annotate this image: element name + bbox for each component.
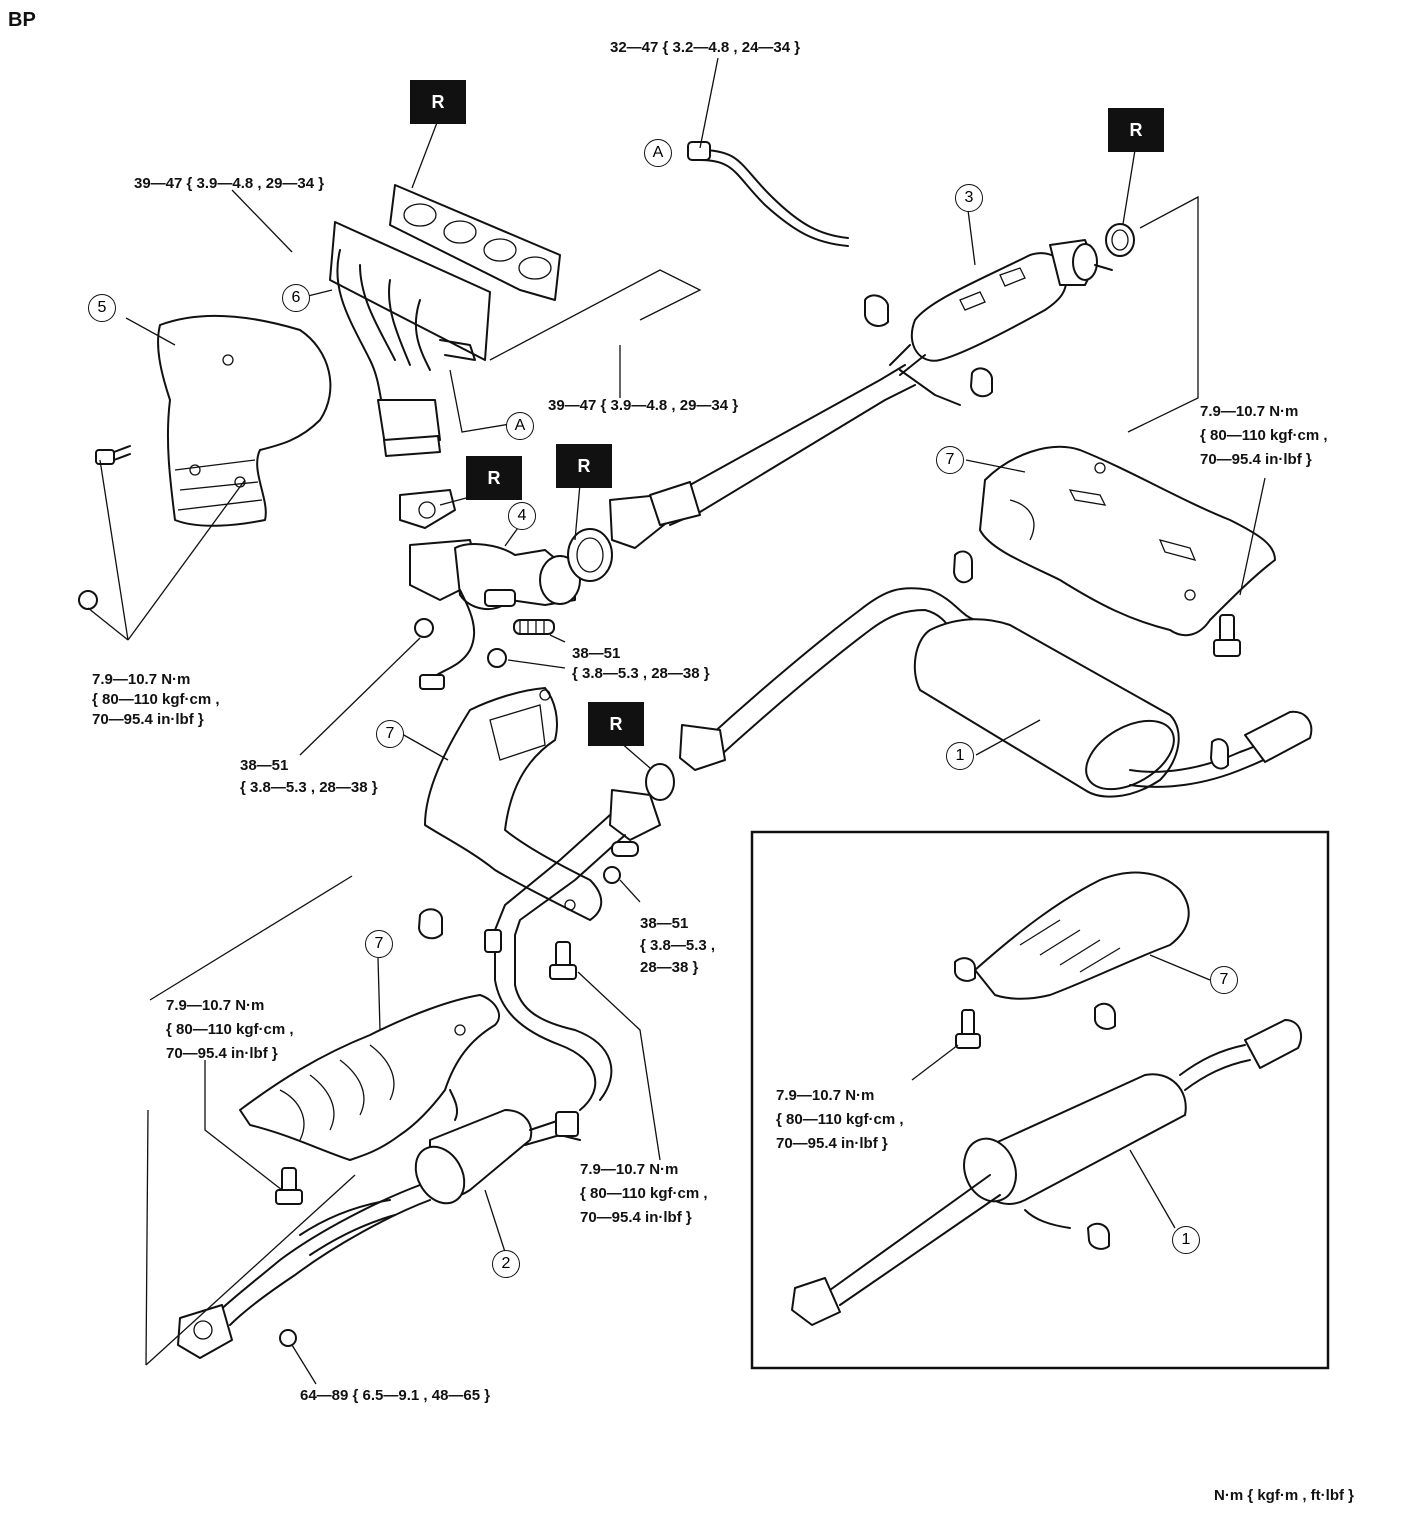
callout-inset-part-1: 1: [1172, 1226, 1200, 1254]
callout-part-7-center: 7: [376, 720, 404, 748]
gasket-ring-rear: [1105, 223, 1135, 257]
torque-insulator-7-left-line-3: 70—95.4 in·lbf }: [166, 1045, 278, 1062]
torque-center-spring-line-1: 38—51: [640, 915, 689, 932]
replace-marker-rear-gasket: R: [1108, 108, 1164, 152]
torque-inset-bolt-line-2: { 80—110 kgf·cm ,: [776, 1111, 904, 1128]
replace-marker-manifold-gasket: R: [410, 80, 466, 124]
heat-insulator-7-center: [424, 687, 603, 921]
exhaust-manifold: [329, 184, 561, 457]
presilencer-2: [177, 1109, 581, 1359]
callout-part-7-right: 7: [936, 446, 964, 474]
torque-center-spring-line-3: 28—38 }: [640, 959, 699, 976]
catalytic-converter-3: [889, 239, 1113, 406]
callout-part-2: 2: [492, 1250, 520, 1278]
torque-flange-spring-line-1: 38—51: [572, 645, 621, 662]
torque-insulator-7-left-line-2: { 80—110 kgf·cm ,: [166, 1021, 294, 1038]
callout-part-4: 4: [508, 502, 536, 530]
callout-ref-a-manifold: A: [506, 412, 534, 440]
heat-insulator-7-right: [979, 445, 1276, 657]
center-pipe: [418, 789, 661, 1111]
replace-marker-flange-gasket: R: [466, 456, 522, 500]
inset-heat-insulator-7: [954, 871, 1190, 1049]
heat-insulator-5: [157, 314, 332, 527]
torque-bracket-nut: 39—47 { 3.9—4.8 , 29—34 }: [548, 397, 739, 414]
torque-pipe-nut-line-2: { 3.8—5.3 , 28—38 }: [240, 779, 378, 796]
torque-flange-spring-line-2: { 3.8—5.3 , 28—38 }: [572, 665, 710, 682]
units-legend: N·m { kgf·m , ft·lbf }: [1214, 1487, 1354, 1504]
flange-springs: [487, 619, 555, 668]
callout-ref-a-top: A: [644, 139, 672, 167]
torque-center-spring-line-2: { 3.8—5.3 ,: [640, 937, 716, 954]
callout-part-5: 5: [88, 294, 116, 322]
hangers-3: [864, 294, 993, 398]
heat-insulator-7-left: [239, 994, 500, 1205]
gasket-ring-front: [567, 528, 613, 582]
inset-frame: [750, 830, 1330, 1370]
callout-part-6: 6: [282, 284, 310, 312]
torque-sensor-line: 32—47 { 3.2—4.8 , 24—34 }: [610, 39, 801, 56]
callout-part-3: 3: [955, 184, 983, 212]
replace-marker-front-gasket-ring: R: [556, 444, 612, 488]
torque-pipe-nut-line-1: 38—51: [240, 757, 289, 774]
catalytic-converter-4: [399, 489, 581, 690]
torque-insulator-5-line-1: 7.9—10.7 N·m: [92, 671, 191, 688]
torque-insulator-5-line-2: { 80—110 kgf·cm ,: [92, 691, 220, 708]
insulator-5-bolt: [78, 445, 131, 610]
torque-center-bolt-line-1: 7.9—10.7 N·m: [580, 1161, 679, 1178]
replace-marker-center-gasket: R: [588, 702, 644, 746]
callout-part-1-main: 1: [946, 742, 974, 770]
callout-part-7-left: 7: [365, 930, 393, 958]
torque-insulator-5-line-3: 70—95.4 in·lbf }: [92, 711, 204, 728]
torque-inset-bolt-line-3: 70—95.4 in·lbf }: [776, 1135, 888, 1152]
sensor-line: [687, 141, 849, 247]
torque-insulator-7-right-line-1: 7.9—10.7 N·m: [1200, 403, 1299, 420]
front-pipe: [609, 364, 916, 549]
torque-front-pipe-nut: 64—89 { 6.5—9.1 , 48—65 }: [300, 1387, 491, 1404]
torque-insulator-7-left-line-1: 7.9—10.7 N·m: [166, 997, 265, 1014]
torque-insulator-7-right-line-2: { 80—110 kgf·cm ,: [1200, 427, 1328, 444]
main-silencer-1: [679, 550, 1313, 798]
torque-insulator-7-right-line-3: 70—95.4 in·lbf }: [1200, 451, 1312, 468]
gasket-ring-rear-1: [645, 763, 675, 801]
torque-inset-bolt-line-1: 7.9—10.7 N·m: [776, 1087, 875, 1104]
torque-center-bolt-line-2: { 80—110 kgf·cm ,: [580, 1185, 708, 1202]
torque-manifold-nut: 39—47 { 3.9—4.8 , 29—34 }: [134, 175, 325, 192]
inset-main-silencer-1: [791, 1002, 1303, 1326]
callout-inset-part-7: 7: [1210, 966, 1238, 994]
leader-lines: [87, 57, 1266, 1385]
torque-center-bolt-line-3: 70—95.4 in·lbf }: [580, 1209, 692, 1226]
engine-code-label: BP: [8, 9, 36, 31]
